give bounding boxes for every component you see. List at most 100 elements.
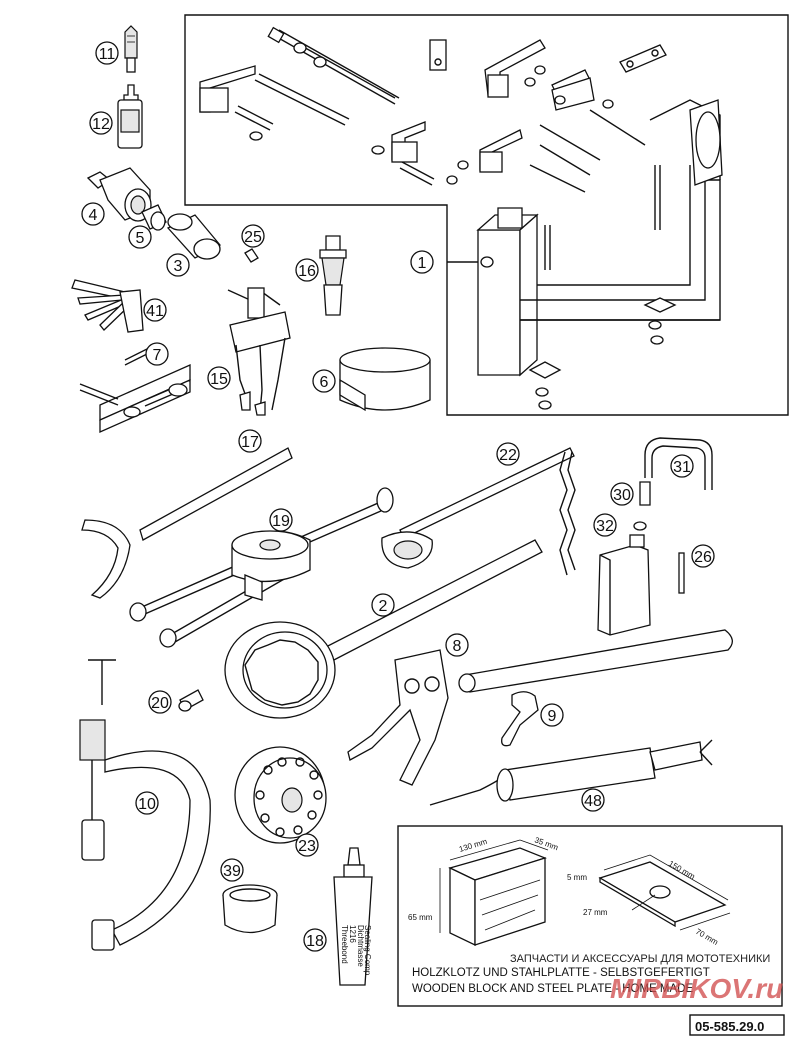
sleeve-part-3: [166, 213, 222, 260]
callout-2: 2: [371, 593, 395, 617]
svg-text:15: 15: [210, 371, 228, 388]
callout-3: 3: [166, 253, 190, 277]
sealant-tube-part-18: Threebond 1216 Dichtmasse Sealing Comp.: [333, 847, 373, 986]
plate-thickness-label: 5 mm: [567, 873, 587, 882]
block-height-label: 65 mm: [408, 913, 433, 922]
callout-32: 32: [593, 513, 617, 537]
svg-text:22: 22: [499, 447, 517, 464]
callout-20: 20: [148, 690, 172, 714]
svg-text:8: 8: [453, 638, 462, 655]
svg-text:16: 16: [298, 263, 316, 280]
sleeve-part-5: [141, 204, 167, 231]
callout-1: 1: [410, 250, 434, 274]
feeler-gauge-part-41: [71, 279, 144, 333]
callout-30: 30: [610, 482, 634, 506]
svg-text:41: 41: [146, 303, 164, 320]
caption-english: WOODEN BLOCK AND STEEL PLATE - HOME MADE: [412, 983, 693, 995]
svg-text:23: 23: [298, 838, 316, 855]
clamp-part-19: [129, 487, 394, 648]
block-length-label: 130 mm: [458, 837, 489, 854]
callout-18: 18: [303, 928, 327, 952]
socket-part-39: [222, 884, 278, 934]
svg-text:9: 9: [548, 708, 557, 725]
callout-10: 10: [135, 791, 159, 815]
callout-22: 22: [496, 442, 520, 466]
callout-19: 19: [269, 508, 293, 532]
puller-part-7: [79, 344, 191, 434]
svg-text:19: 19: [272, 513, 290, 530]
tool-part-16: [319, 235, 347, 316]
svg-text:3: 3: [174, 258, 183, 275]
puller-part-15: [227, 287, 291, 416]
callout-9: 9: [540, 703, 564, 727]
callout-4: 4: [81, 202, 105, 226]
watermark-logo: MIRBIKOV.ru: [610, 973, 783, 1004]
tube-part-8: [458, 629, 733, 693]
callout-23: 23: [295, 833, 319, 857]
reference-number: 05-585.29.0: [695, 1019, 764, 1034]
threadlocker-bottle-part: [117, 84, 143, 149]
puller-part-4: [86, 167, 152, 222]
callout-6: 6: [312, 369, 336, 393]
tube-label-brand: Threebond: [340, 925, 349, 964]
svg-text:26: 26: [694, 549, 712, 566]
grease-gun-part-48: [429, 739, 713, 806]
bracket-part-8: [347, 649, 449, 786]
svg-text:7: 7: [153, 347, 162, 364]
svg-text:17: 17: [241, 434, 259, 451]
callout-8: 8: [445, 633, 469, 657]
svg-text:20: 20: [151, 695, 169, 712]
svg-text:39: 39: [223, 863, 241, 880]
holder-part-22: [381, 447, 576, 576]
svg-text:5: 5: [136, 230, 145, 247]
callout-31: 31: [670, 454, 694, 478]
ring-part-6: [339, 347, 431, 412]
caption-german: HOLZKLOTZ UND STAHLPLATTE - SELBSTGEFERT…: [412, 967, 710, 979]
callout-15: 15: [207, 366, 231, 390]
nipple-part-30: [639, 481, 651, 506]
svg-text:4: 4: [89, 207, 98, 224]
torx-bit-part: [124, 25, 138, 73]
tube-label-de: Dichtmasse: [356, 925, 365, 967]
oil-canister-part: [597, 534, 651, 636]
pin-part-25: [244, 248, 259, 263]
steel-plate-drawing: [598, 854, 731, 931]
flywheel-part-23: [234, 746, 327, 844]
callout-11: 11: [95, 41, 119, 65]
svg-text:32: 32: [596, 518, 614, 535]
callout-7: 7: [145, 342, 169, 366]
plate-hole-label: 27 mm: [583, 908, 608, 917]
callout-41: 41: [143, 298, 167, 322]
watermark-text: ЗАПЧАСТИ И АКСЕССУАРЫ ДЛЯ МОТОТЕХНИКИ: [510, 953, 770, 965]
callout-17: 17: [238, 429, 262, 453]
hose-part-31: [644, 437, 713, 490]
callout-5: 5: [128, 225, 152, 249]
tube-label-code: 1216: [348, 925, 357, 943]
svg-text:10: 10: [138, 796, 156, 813]
clutch-holder-part-2: [224, 539, 543, 719]
svg-text:25: 25: [244, 229, 262, 246]
callout-12: 12: [89, 111, 113, 135]
press-part-10: [79, 659, 211, 951]
svg-text:6: 6: [320, 374, 329, 391]
screw-part-20: [178, 689, 204, 712]
callout-48: 48: [581, 788, 605, 812]
svg-text:12: 12: [92, 116, 110, 133]
svg-text:2: 2: [379, 598, 388, 615]
plate-part-9: [501, 691, 539, 747]
callout-25: 25: [241, 224, 265, 248]
home-made-box: [397, 825, 783, 1007]
svg-text:11: 11: [99, 46, 116, 63]
svg-text:30: 30: [613, 487, 631, 504]
plate-width-label: 70 mm: [694, 927, 720, 947]
svg-text:18: 18: [306, 933, 324, 950]
callout-39: 39: [220, 858, 244, 882]
svg-text:48: 48: [584, 793, 602, 810]
engine-stand-parts: [199, 26, 723, 410]
tube-label-en: Sealing Comp.: [363, 925, 372, 977]
holder-part-17: [81, 447, 293, 599]
wooden-block-drawing: [439, 839, 549, 947]
pin-part-26: [678, 552, 685, 594]
reference-box: [689, 1014, 785, 1036]
